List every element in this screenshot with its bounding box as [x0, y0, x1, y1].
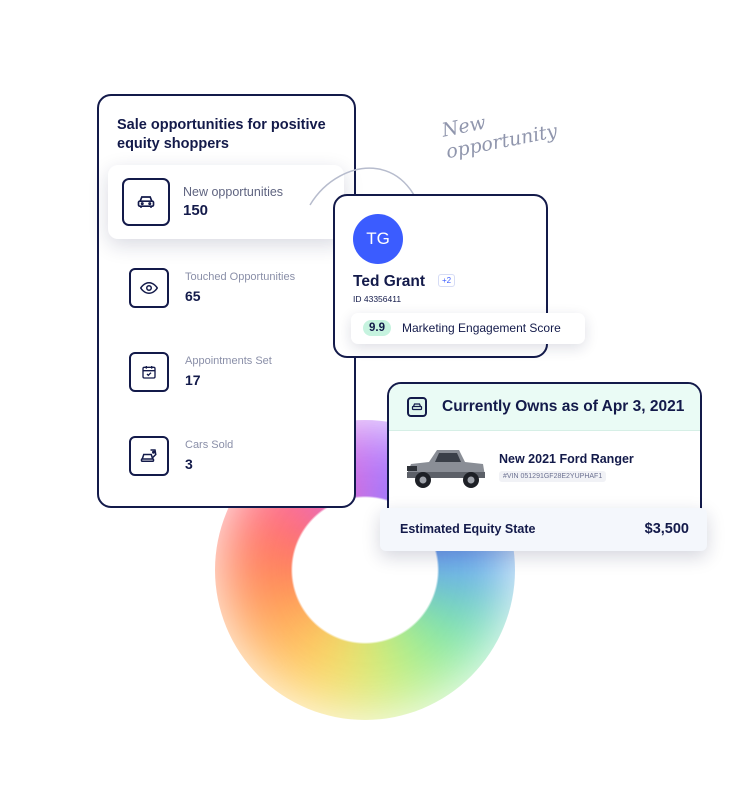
car-icon [407, 397, 427, 417]
stat-cars-sold[interactable]: Cars Sold 3 [129, 436, 329, 480]
person-name: Ted Grant [353, 273, 426, 290]
owns-card-title: Currently Owns as of Apr 3, 2021 [442, 398, 685, 415]
car-tag-icon [129, 436, 169, 476]
stat-appointments-set[interactable]: Appointments Set 17 [129, 352, 329, 396]
stat-label: Cars Sold [185, 439, 234, 451]
stat-value: 17 [185, 372, 201, 388]
new-opportunity-note: New opportunity [440, 98, 559, 164]
additional-count-badge: +2 [438, 274, 456, 287]
estimated-equity-bar: Estimated Equity State $3,500 [380, 508, 707, 551]
sales-card-title: Sale opportunities for positive equity s… [117, 117, 326, 152]
stat-value: 150 [183, 202, 209, 219]
score-value: 9.9 [363, 320, 391, 336]
pickup-truck-image [407, 450, 485, 488]
avatar: TG [353, 214, 403, 264]
stat-label: New opportunities [183, 185, 284, 199]
calendar-check-icon [129, 352, 169, 392]
person-id: ID 43356411 [353, 294, 402, 304]
owns-card-header: Currently Owns as of Apr 3, 2021 [389, 384, 700, 431]
stat-value: 3 [185, 456, 193, 472]
stat-label: Appointments Set [185, 355, 272, 367]
new-opportunities-highlight[interactable]: New opportunities 150 [108, 165, 344, 239]
stat-touched-opportunities[interactable]: Touched Opportunities 65 [129, 268, 329, 312]
score-label: Marketing Engagement Score [402, 321, 561, 335]
car-vin: #VIN 051291GF28E2YUPHAF1 [499, 471, 607, 482]
engagement-score-pill: 9.9 Marketing Engagement Score [351, 313, 585, 344]
equity-label: Estimated Equity State [400, 522, 536, 536]
equity-value: $3,500 [644, 521, 689, 537]
sales-opportunities-card: Sale opportunities for positive equity s… [97, 94, 356, 508]
car-icon [122, 178, 170, 226]
currently-owns-card[interactable]: Currently Owns as of Apr 3, 2021 New 202… [387, 382, 702, 522]
stat-value: 65 [185, 288, 201, 304]
car-name: New 2021 Ford Ranger [499, 452, 634, 466]
stat-label: Touched Opportunities [185, 271, 296, 283]
eye-icon [129, 268, 169, 308]
